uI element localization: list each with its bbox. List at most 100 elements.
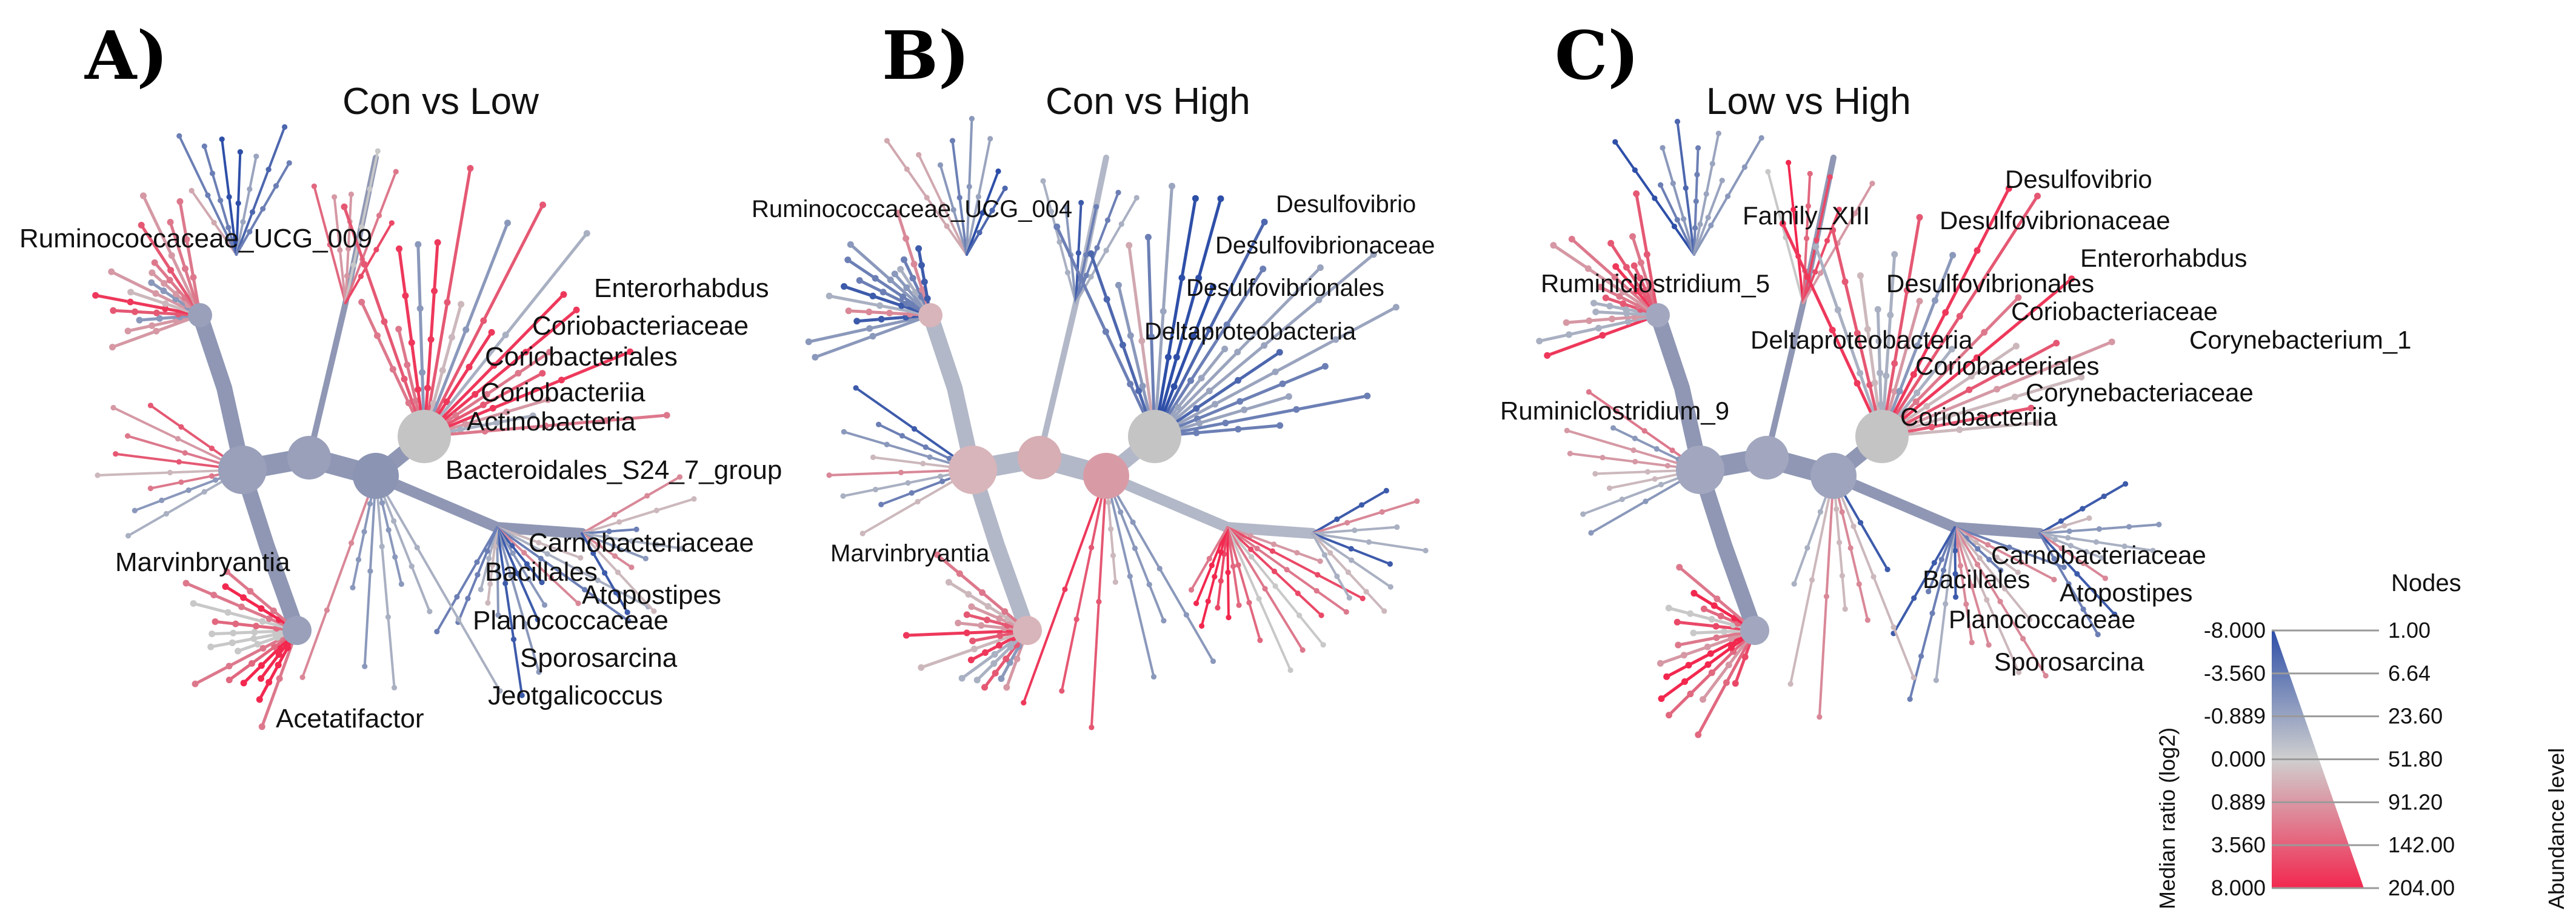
panel-c-fan-right-node xyxy=(2156,521,2162,527)
panel-a-fan-upper-right-node xyxy=(443,398,450,406)
panel-c-fan-right-node xyxy=(2099,555,2105,561)
panel-b-hub-right xyxy=(1083,453,1129,499)
panel-a-fan-top xyxy=(311,148,399,304)
panel-c-fan-upper-right-node xyxy=(2108,338,2115,346)
panel-c-fan-bottom-node xyxy=(1847,545,1854,551)
panel-b-fan-lower-right-node xyxy=(1215,604,1221,611)
panel-c-fan-upper-left-node xyxy=(1611,273,1618,281)
panel-b-fan-lower-left-node xyxy=(1001,608,1009,615)
panel-b-fan-left-node xyxy=(884,441,890,447)
panel-a-fan-top-node xyxy=(367,186,373,192)
panel-a-fan-top-node xyxy=(350,262,356,268)
panel-c-fan-left-node xyxy=(1592,470,1598,477)
panel-b-fan-upper-right-node xyxy=(1160,307,1167,315)
panel-a-fan-upper-right-node xyxy=(503,409,510,416)
panel-c-fan-upper-left-node xyxy=(1612,263,1620,270)
panel-a-hub-mid xyxy=(287,436,331,480)
panel-c-fan-lower-left-node xyxy=(1675,641,1682,649)
panel-c-fan-left-node xyxy=(1586,389,1592,395)
panel-c-fan-lower-right-node xyxy=(1998,567,2004,573)
panel-c-fan-top-left-node xyxy=(1652,195,1658,201)
panel-c-fan-upper-right-node xyxy=(1942,309,1949,316)
panel-b-fan-lower-right-node xyxy=(1212,573,1218,580)
panel-c-fan-top-left-edge xyxy=(1661,146,1695,256)
panel-c-fan-top-left-node xyxy=(1697,221,1703,227)
panel-b-fan-lower-right-node xyxy=(1272,583,1278,589)
panel-b-fan-upper-right-node xyxy=(1285,393,1292,400)
panel-c-fan-right-node xyxy=(2058,546,2064,552)
panel-c-fan-left-node xyxy=(1658,481,1664,487)
panel-a-fan-top-left-node xyxy=(176,133,182,139)
panel-b-fan-top-left-node xyxy=(979,210,986,216)
panel-b-fan-lower-right-edge xyxy=(1216,526,1229,609)
panel-c-fan-lower-left-node xyxy=(1695,731,1702,738)
panel-c-fan-bottom-node xyxy=(1884,566,1890,572)
panel-b-fan-left-node xyxy=(872,486,879,493)
panel-b-fan-top-left-node xyxy=(989,207,995,213)
panel-b-fan-lower-left-node xyxy=(967,657,975,664)
panel-b-fan-bottom-node xyxy=(1132,545,1138,552)
panel-c-fan-upper-left-node xyxy=(1643,251,1650,258)
panel-b-fan-upper-right-node xyxy=(1193,405,1200,412)
panel-a-fan-lower-right-node xyxy=(489,562,496,568)
panel-a-label-bacteroidales-s24-7-group: Bacteroidales_S24_7_group xyxy=(445,455,782,485)
panel-c-fan-upper-right-node xyxy=(1891,360,1898,367)
panel-a-fan-right-node xyxy=(624,609,630,615)
panel-b-label-deltaproteobacteria: Deltaproteobacteria xyxy=(1144,318,1356,345)
panel-b-fan-lower-right-node xyxy=(1225,569,1231,575)
panel-b-fan-upper-right-node xyxy=(1198,375,1205,382)
panel-c-fan-lower-right-node xyxy=(1969,640,1975,646)
panel-b-fan-top-left-node xyxy=(904,166,910,172)
panel-b-fan-upper-right-node xyxy=(1138,337,1146,344)
panel-c-fan-top-left-node xyxy=(1671,223,1678,230)
panel-a-title: Con vs Low xyxy=(342,81,539,122)
panel-b-fan-upper-right-node xyxy=(1144,233,1152,241)
panel-b-fan-bottom-node xyxy=(1183,612,1189,618)
panel-a-label-actinobacteria: Actinobacteria xyxy=(467,407,636,436)
panel-a-fan-top-node xyxy=(376,212,382,219)
panel-b-fan-upper-right-node xyxy=(1276,349,1283,356)
panel-a-fan-upper-right-node xyxy=(415,386,422,393)
panel-c-label-sporosarcina: Sporosarcina xyxy=(1994,647,2144,676)
panel-b-hub-upper-left xyxy=(918,303,943,327)
panel-a-label-sporosarcina: Sporosarcina xyxy=(520,643,678,673)
panel-a-fan-upper-left-node xyxy=(110,307,117,314)
panel-a-fan-bottom-node xyxy=(385,527,392,533)
panel-a-fan-bottom-node xyxy=(392,554,398,560)
panel-a-fan-bottom-node xyxy=(427,609,433,615)
panel-b-fan-right-edge xyxy=(1311,532,1351,600)
panel-a-fan-top-node xyxy=(311,183,317,189)
panel-a-fan-right-node xyxy=(606,529,612,535)
panel-a-fan-bottom-node xyxy=(455,616,462,623)
panel-b-label-desulfovibrio: Desulfovibrio xyxy=(1276,191,1416,218)
panel-c-fan-lower-right-node xyxy=(1986,642,1992,648)
panel-b-fan-lower-left-node xyxy=(998,675,1005,682)
panel-c-label-coriobacteriaceae: Coriobacteriaceae xyxy=(2011,297,2218,326)
panel-a-fan-lower-left-node xyxy=(250,635,258,643)
panel-a-fan-lower-left-node xyxy=(258,605,265,612)
panel-a-fan-bottom-node xyxy=(414,544,420,550)
panel-b-fan-lower-left-node xyxy=(963,629,970,637)
panel-c-fan-upper-left-node xyxy=(1544,352,1551,359)
panel-c-fan-lower-right-node xyxy=(1969,583,1975,589)
panel-a-fan-top-left-node xyxy=(218,198,224,204)
panel-b-fan-lower-left-node xyxy=(963,611,970,618)
panel-c-fan-lower-left-node xyxy=(1687,690,1694,698)
panel-a-fan-left-node xyxy=(159,497,165,503)
panel-c-fan-upper-right-node xyxy=(1891,251,1898,258)
panel-a-fan-upper-left-node xyxy=(127,298,134,306)
panel-c-fan-top-left-node xyxy=(1692,225,1698,231)
panel-c-fan-top-edge xyxy=(1802,208,1841,304)
panel-c-fan-bottom-node xyxy=(1850,523,1857,529)
panel-c-fan-lower-right-node xyxy=(2015,569,2021,575)
panel-a-fan-right-node xyxy=(642,555,649,561)
panel-c-fan-upper-left-node xyxy=(1607,239,1615,247)
panel-c-fan-upper-right-node xyxy=(1923,403,1930,410)
panel-c-fan-upper-right-node xyxy=(1829,326,1836,333)
panel-c-fan-lower-right-node xyxy=(1940,567,1947,573)
panel-b-fan-left-node xyxy=(911,426,918,432)
panel-a-fan-top-node xyxy=(359,224,365,230)
panel-b-fan-upper-left-node xyxy=(869,292,876,299)
panel-c-fan-upper-right-node xyxy=(1916,214,1923,221)
panel-b-fan-lower-right-node xyxy=(1313,587,1320,594)
